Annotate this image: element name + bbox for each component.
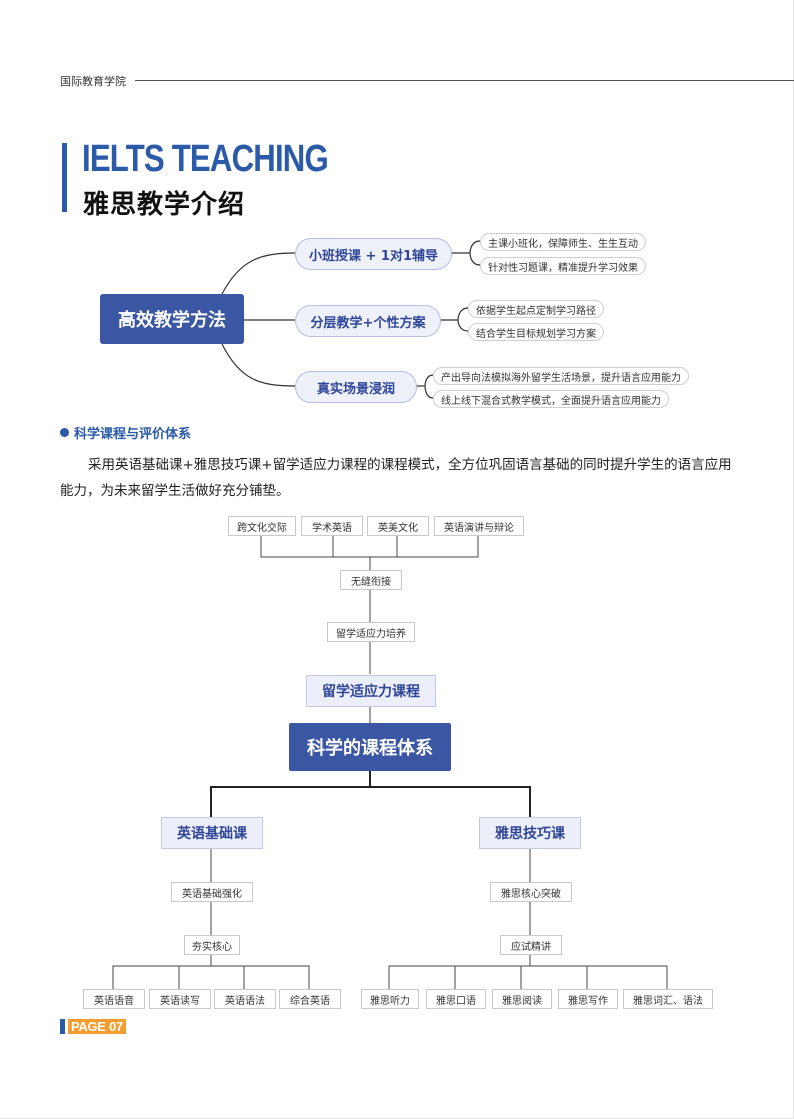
tree-seamless-node: 无缝衔接	[340, 570, 402, 590]
mindmap-branch-immersion: 真实场景浸润	[295, 371, 417, 403]
section-paragraph: 采用英语基础课+雅思技巧课+留学适应力课程的课程模式，全方位巩固语言基础的同时提…	[60, 457, 732, 499]
tree-top-item: 英美文化	[367, 516, 429, 536]
tree-adapt-course: 留学适应力课程	[306, 675, 436, 707]
section-heading-text: 科学课程与评价体系	[74, 427, 192, 442]
mindmap-leaf: 产出导向法模拟海外留学生活场景，提升语言应用能力	[433, 367, 689, 385]
header-school-name: 国际教育学院	[60, 75, 126, 88]
tree-top-item: 学术英语	[301, 516, 363, 536]
tree-core: 科学的课程体系	[289, 723, 451, 771]
bullet-dot-icon	[60, 428, 69, 437]
header-divider	[135, 80, 794, 81]
mindmap-branch-tiered: 分层教学+个性方案	[295, 305, 441, 337]
tree-right-item: 雅思口语	[426, 989, 486, 1009]
tree-right-step1: 雅思核心突破	[490, 882, 572, 902]
title-accent-bar	[62, 143, 67, 212]
page-title-cn: 雅思教学介绍	[83, 190, 246, 220]
page-number-badge: PAGE 07	[60, 1019, 126, 1034]
tree-adapt-train-node: 留学适应力培养	[327, 622, 415, 642]
page-mark-bar	[60, 1019, 65, 1034]
section-heading: 科学课程与评价体系	[60, 423, 191, 442]
tree-left-step2: 夯实核心	[184, 935, 240, 955]
tree-left-item: 英语语法	[214, 989, 276, 1009]
tree-left-title: 英语基础课	[161, 817, 263, 849]
tree-left-item: 英语读写	[149, 989, 211, 1009]
mindmap-leaf: 依据学生起点定制学习路径	[468, 300, 604, 318]
tree-left-item: 英语语音	[83, 989, 145, 1009]
tree-right-item: 雅思词汇、语法	[623, 989, 713, 1009]
mindmap-leaf: 主课小班化，保障师生、生生互动	[480, 233, 646, 251]
tree-right-title: 雅思技巧课	[479, 817, 581, 849]
tree-top-item: 跨文化交际	[228, 516, 296, 536]
tree-right-item: 雅思阅读	[492, 989, 552, 1009]
mindmap-branch-small-class: 小班授课 + 1对1辅导	[295, 238, 452, 270]
tree-right-item: 雅思听力	[361, 989, 419, 1009]
tree-left-step1: 英语基础强化	[171, 882, 253, 902]
tree-top-item: 英语演讲与辩论	[434, 516, 524, 536]
mindmap-leaf: 线上线下混合式教学模式，全面提升语言应用能力	[433, 390, 669, 408]
mindmap-root: 高效教学方法	[100, 294, 244, 344]
page-number: PAGE 07	[68, 1019, 126, 1034]
tree-right-item: 雅思写作	[558, 989, 618, 1009]
page-title-en: IELTS TEACHING	[82, 138, 329, 180]
tree-left-item: 综合英语	[279, 989, 341, 1009]
tree-right-step2: 应试精讲	[500, 935, 562, 955]
mindmap-leaf: 针对性习题课，精准提升学习效果	[480, 257, 646, 275]
mindmap-leaf: 结合学生目标规划学习方案	[468, 323, 604, 341]
